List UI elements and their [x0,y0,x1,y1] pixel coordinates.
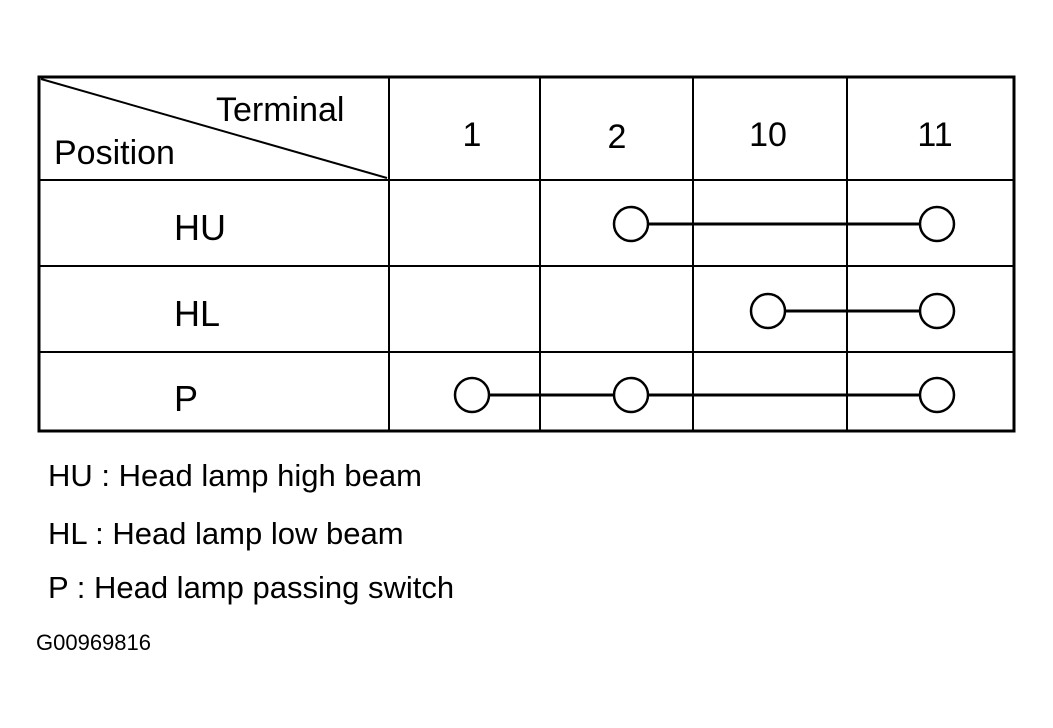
continuity-circle-p-terminal-11 [918,376,956,414]
header-terminal-label: Terminal [216,91,344,129]
row-label-hl: HL [174,293,220,334]
terminal-header-10: 10 [749,116,787,154]
continuity-circle-hu-terminal-2 [612,205,650,243]
terminal-header-1: 1 [463,116,482,154]
row-label-p: P [174,378,198,419]
header-position-label: Position [54,134,175,172]
legend-hl: HL : Head lamp low beam [48,516,404,551]
header-diagonal [40,78,388,179]
terminal-header-2: 2 [608,118,627,156]
continuity-circle-hl-terminal-11 [918,292,956,330]
continuity-circle-hu-terminal-11 [918,205,956,243]
legend-p: P : Head lamp passing switch [48,570,455,605]
continuity-circle-hl-terminal-10 [749,292,787,330]
legend-hu: HU : Head lamp high beam [48,458,422,493]
continuity-circle-p-terminal-2 [612,376,650,414]
figure-id: G00969816 [36,630,151,655]
continuity-table: Terminal Position 1 2 10 11 HU HL P [37,75,1016,433]
row-label-hu: HU [174,207,226,248]
continuity-circle-p-terminal-1 [453,376,491,414]
terminal-header-11: 11 [917,116,952,154]
continuity-connections [453,205,956,414]
table-border [37,75,1016,433]
